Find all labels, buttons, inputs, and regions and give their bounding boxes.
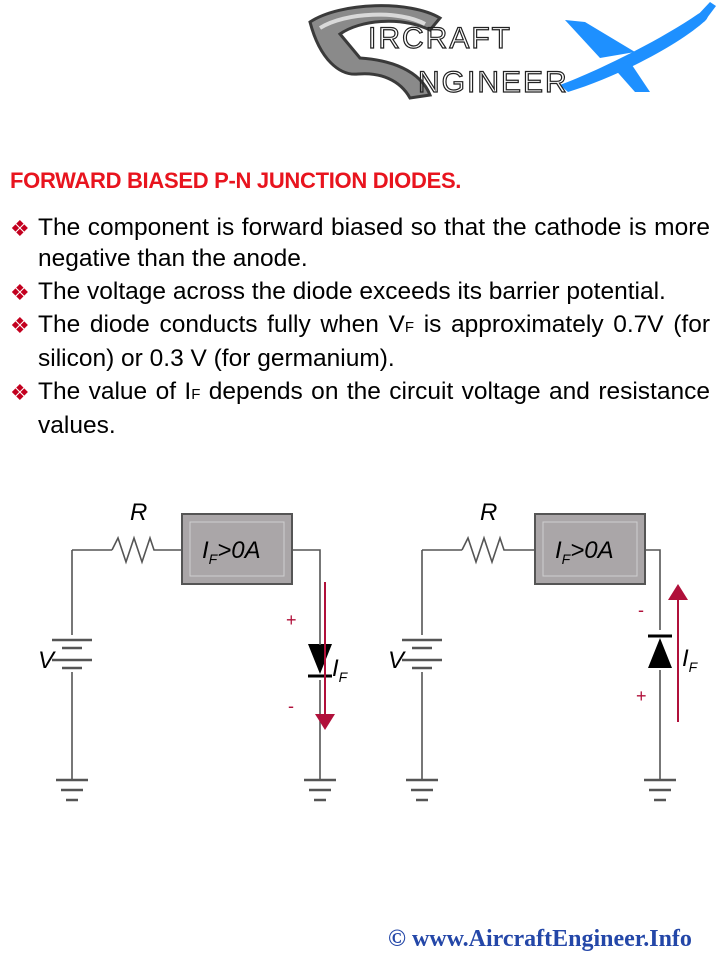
bullet-text: The component is forward biased so that … (38, 214, 710, 272)
diode-icon (648, 638, 672, 668)
source-label: V (38, 647, 56, 674)
resistor-label: R (130, 499, 147, 526)
bullet-text: The voltage across the diode exceeds its… (38, 278, 666, 305)
page-title: FORWARD BIASED P-N JUNCTION DIODES. (10, 168, 462, 193)
resistor-label: R (480, 499, 497, 526)
aircraft-engineer-logo: IRCRAFT NGINEER (308, 2, 716, 100)
bullet-text-post: depends on the circuit voltage and resis… (38, 378, 710, 439)
bullet-item: ❖ The diode conducts fully when VF is ap… (10, 309, 710, 374)
top-sign: + (286, 610, 297, 630)
wrench-icon (308, 4, 443, 100)
circuit-diagrams: IF>0A R V + - IF IF>0A R V - + IF (38, 499, 699, 802)
airplane-icon (560, 2, 716, 92)
resistor-icon (461, 535, 535, 565)
four-petal-diamond-icon: ❖ (10, 313, 30, 338)
bullet-item: ❖ The value of IF depends on the circuit… (10, 376, 710, 441)
bullet-text-pre: The value of I (38, 378, 192, 405)
resistor-icon (111, 535, 182, 565)
four-petal-diamond-icon: ❖ (10, 380, 30, 405)
four-petal-diamond-icon: ❖ (10, 216, 30, 241)
current-label: IF (682, 645, 699, 675)
footer-url: www.AircraftEngineer.Info (411, 926, 692, 952)
bottom-sign: - (288, 696, 294, 716)
top-sign: - (638, 600, 644, 620)
logo-line1: IRCRAFT (368, 22, 512, 55)
circuit-right (402, 535, 676, 802)
bottom-sign: + (636, 686, 647, 706)
circuit-left (52, 535, 336, 802)
four-petal-diamond-icon: ❖ (10, 280, 30, 305)
bullet-list: ❖ The component is forward biased so tha… (10, 212, 710, 443)
source-label: V (388, 647, 406, 674)
ammeter-box (534, 513, 646, 585)
copyright-icon: © (388, 926, 406, 952)
footer-website: © www.AircraftEngineer.Info (388, 926, 692, 953)
bullet-text-post: is approximately 0.7V (for silicon) or 0… (38, 311, 710, 372)
meter-label: IF>0A (555, 537, 614, 567)
logo-line2: NGINEER (418, 66, 569, 99)
meter-label: IF>0A (202, 537, 261, 567)
bullet-item: ❖ The component is forward biased so tha… (10, 212, 710, 274)
current-label: IF (332, 655, 349, 685)
bullet-item: ❖ The voltage across the diode exceeds i… (10, 276, 710, 307)
subscript: F (404, 319, 415, 336)
diode-icon (308, 644, 332, 674)
ammeter-box (181, 513, 293, 585)
bullet-text-pre: The diode conducts fully when V (38, 311, 405, 338)
subscript: F (191, 386, 201, 403)
